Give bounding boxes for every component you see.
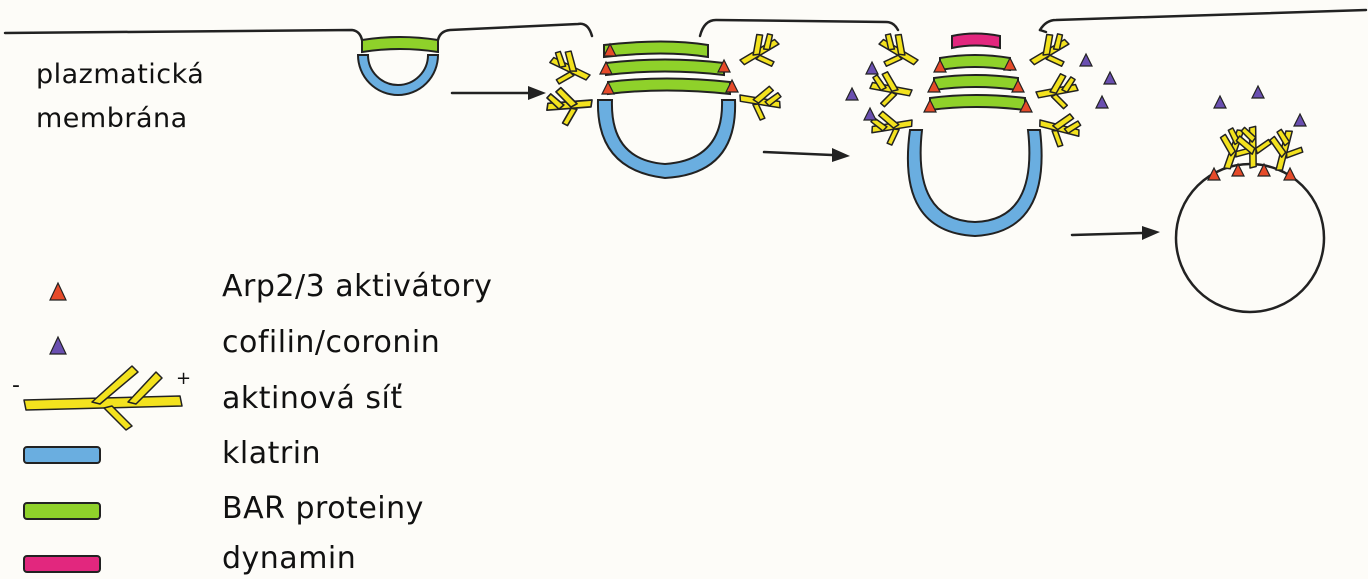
- plasma-membrane: [5, 10, 1366, 40]
- legend-label-bar: BAR proteiny: [222, 491, 424, 526]
- legend-label-dynamin: dynamin: [222, 541, 356, 576]
- arrow-1: [452, 86, 546, 100]
- cofilin-icon: [50, 337, 66, 354]
- stage-4-vesicle: [1176, 86, 1324, 312]
- stage-2-pit: [543, 28, 786, 178]
- membrane-label-line-1: plazmatická: [36, 59, 204, 90]
- legend-item-dynamin: dynamin: [24, 541, 356, 576]
- membrane-label: plazmatická membrána: [36, 59, 204, 134]
- arrow-2: [764, 148, 850, 162]
- membrane-label-line-2: membrána: [36, 103, 188, 134]
- legend-item-cofilin: cofilin/coronin: [50, 325, 440, 360]
- legend-label-clathrin: klatrin: [222, 436, 321, 471]
- legend-item-bar: BAR proteiny: [24, 491, 424, 526]
- arp-activator-icon: [50, 283, 66, 300]
- stage-3-pit: [846, 28, 1116, 236]
- legend-item-clathrin: klatrin: [24, 436, 321, 471]
- actin-minus-end: -: [12, 373, 20, 398]
- legend: Arp2/3 aktivátory cofilin/coronin - + ak…: [12, 269, 492, 576]
- legend-item-actin: - + aktinová síť: [12, 366, 403, 430]
- dynamin-swatch: [24, 556, 100, 572]
- legend-item-arp: Arp2/3 aktivátory: [50, 269, 492, 304]
- legend-label-arp: Arp2/3 aktivátory: [222, 269, 492, 304]
- legend-label-actin: aktinová síť: [222, 381, 403, 416]
- stage-1-pit: [358, 37, 438, 95]
- actin-plus-end: +: [176, 368, 191, 389]
- clathrin-swatch: [24, 447, 100, 463]
- arrow-3: [1072, 226, 1160, 240]
- bar-protein-swatch: [24, 503, 100, 519]
- legend-label-cofilin: cofilin/coronin: [222, 325, 440, 360]
